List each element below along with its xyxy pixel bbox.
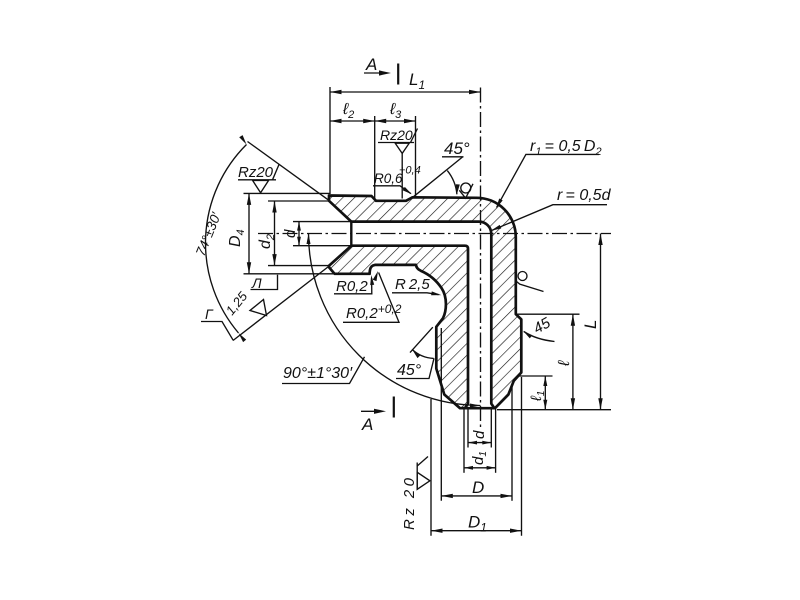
svg-text:ℓ: ℓ [556,360,573,367]
svg-text:ℓ1: ℓ1 [528,391,547,402]
svg-text:A: A [365,55,377,74]
svg-text:R0,2: R0,2 [336,278,368,295]
svg-text:Г: Г [205,306,214,322]
svg-text:r1 = 0,5 D2: r1 = 0,5 D2 [530,138,602,158]
svg-text:D: D [472,478,484,497]
svg-text:R 2,5: R 2,5 [395,276,430,293]
svg-text:Л: Л [251,275,262,291]
svg-text:90°±1°30′: 90°±1°30′ [283,365,353,382]
svg-text:45°: 45° [397,362,422,379]
svg-text:A: A [361,415,373,434]
svg-text:45: 45 [531,314,555,337]
svg-text:Rz 20: Rz 20 [401,474,418,530]
svg-text:45°: 45° [444,139,470,158]
svg-text:d: d [471,430,488,439]
svg-text:R0,6: R0,6 [374,171,403,186]
svg-text:Rz20: Rz20 [238,164,274,181]
svg-text:L: L [581,320,600,329]
svg-text:+0,4: +0,4 [399,165,421,177]
svg-text:Rz20: Rz20 [380,127,413,143]
svg-text:d: d [282,229,299,238]
svg-text:r = 0,5d: r = 0,5d [557,187,612,204]
